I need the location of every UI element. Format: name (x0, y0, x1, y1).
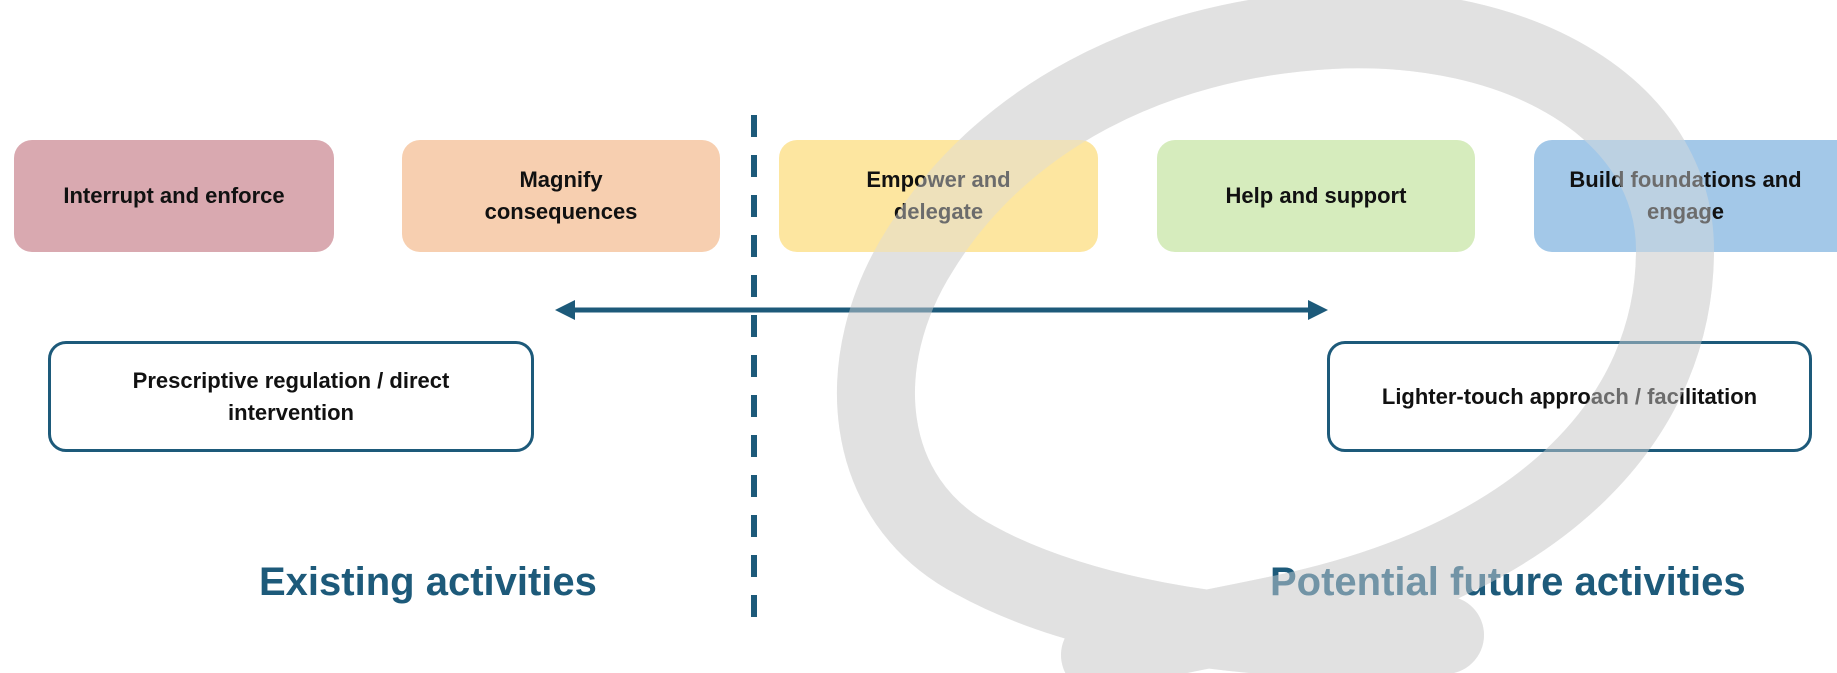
arrow-head-right (1308, 300, 1328, 320)
box-label: Help and support (1225, 183, 1407, 208)
box-label: Magnify consequences (484, 167, 638, 224)
approach-right-label: Lighter-touch approach / facilitation (1381, 383, 1758, 409)
approach-left-label: Prescriptive regulation / direct interve… (132, 367, 450, 425)
approach-right-box: Lighter-touch approach / facilitation (1327, 341, 1812, 452)
existing-activities-heading: Existing activities (259, 560, 597, 604)
box-label: Interrupt and enforce (63, 183, 285, 208)
box-help-and-support: Help and support (1157, 140, 1475, 252)
box-empower-and-delegate: Empower and delegate (779, 140, 1098, 252)
box-interrupt-and-enforce: Interrupt and enforce (14, 140, 334, 252)
arrow-head-left (555, 300, 575, 320)
box-label: Build foundations and engage (1569, 167, 1802, 224)
box-magnify-consequences: Magnify consequences (402, 140, 720, 252)
future-activities-heading: Potential future activities (1270, 560, 1746, 604)
box-label: Empower and delegate (866, 167, 1011, 224)
approach-left-box: Prescriptive regulation / direct interve… (48, 341, 534, 452)
box-build-foundations-and-engage: Build foundations and engage (1534, 140, 1837, 252)
